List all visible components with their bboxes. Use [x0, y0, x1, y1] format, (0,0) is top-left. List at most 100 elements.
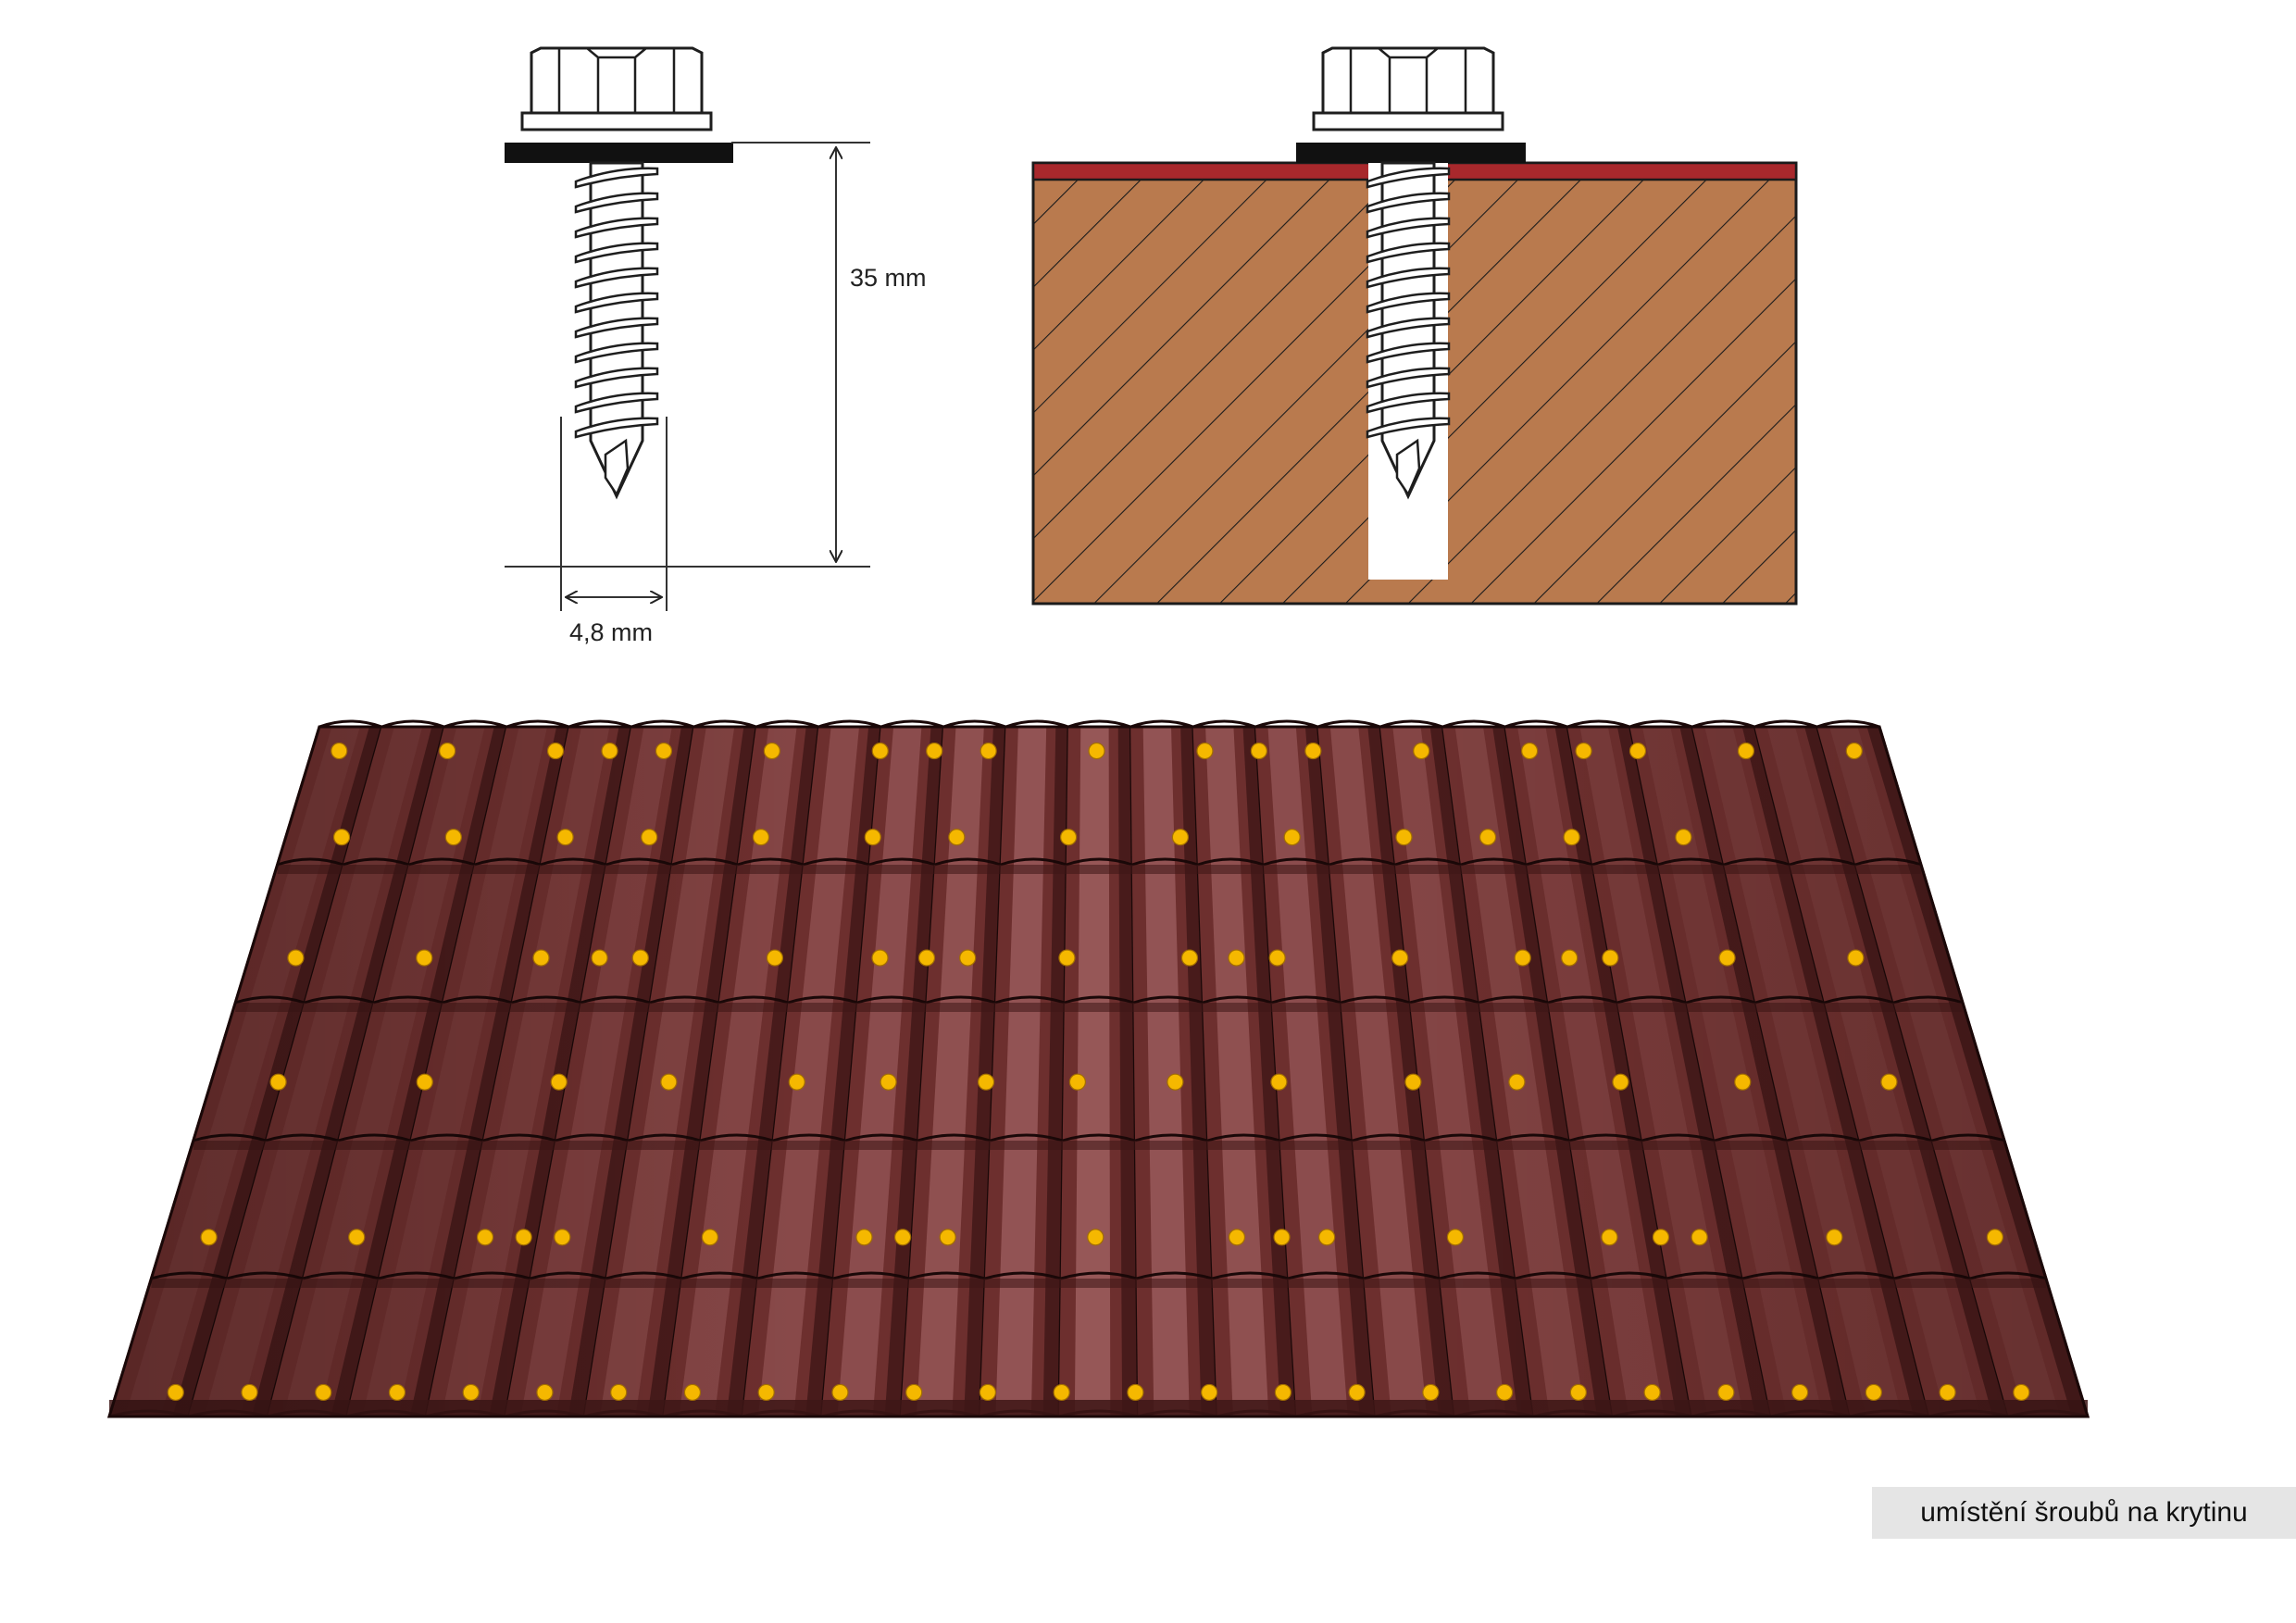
screw-position-dot-icon [1496, 1383, 1514, 1402]
screw-position-dot-icon [1986, 1229, 2003, 1246]
screw-position-dot-icon [546, 742, 565, 760]
screw-position-dot-icon [1718, 949, 1736, 967]
screw-position-dot-icon [332, 829, 351, 846]
screw-position-dot-icon [1479, 829, 1497, 846]
screw-position-dot-icon [536, 1383, 554, 1402]
screw-position-dot-icon [416, 1073, 433, 1091]
screw-position-dot-icon [1318, 1229, 1336, 1246]
screw-position-dot-icon [1087, 1229, 1104, 1246]
screw-position-dot-icon [1060, 829, 1078, 846]
screw-position-dot-icon [831, 1383, 849, 1402]
screw-position-dot-icon [871, 742, 889, 760]
screw-position-dot-icon [1521, 742, 1539, 760]
screw-position-dot-icon [1791, 1383, 1809, 1402]
screw-position-dot-icon [1404, 1073, 1422, 1091]
screw-position-dot-icon [1413, 742, 1430, 760]
screw-position-dot-icon [948, 829, 966, 846]
screw-position-markers [167, 742, 2030, 1402]
screw-position-dot-icon [893, 1229, 912, 1246]
screw-position-dot-icon [554, 1229, 571, 1246]
screw-position-dot-icon [2013, 1383, 2030, 1402]
screw-position-dot-icon [167, 1383, 184, 1402]
screw-position-dot-icon [1717, 1383, 1735, 1402]
screw-position-dot-icon [348, 1229, 366, 1246]
screw-position-dot-icon [462, 1383, 480, 1402]
screw-position-dot-icon [532, 949, 550, 967]
screw-position-dot-icon [1691, 1229, 1708, 1246]
screw-position-dot-icon [1201, 1383, 1218, 1402]
screw-position-dot-icon [200, 1229, 218, 1246]
screw-dimension-drawing [505, 46, 870, 611]
screw-position-dot-icon [1268, 949, 1286, 967]
screw-position-dot-icon [476, 1229, 494, 1246]
screw-position-dot-icon [1865, 1383, 1882, 1402]
screw-position-dot-icon [556, 829, 574, 846]
caption-text: umístění šroubů na krytinu [1920, 1497, 2248, 1528]
screw-position-dot-icon [1053, 1383, 1070, 1402]
screw-position-dot-icon [871, 949, 889, 967]
screw-position-dot-icon [444, 829, 462, 846]
screw-position-dot-icon [641, 829, 658, 846]
screw-position-dot-icon [1171, 829, 1190, 846]
screw-position-dot-icon [1652, 1229, 1670, 1246]
screw-position-dot-icon [766, 949, 784, 967]
screw-position-dot-icon [1508, 1073, 1526, 1091]
screw-position-dot-icon [1180, 949, 1199, 967]
screw-position-dot-icon [1880, 1073, 1898, 1091]
screw-position-dot-icon [939, 1229, 956, 1246]
screw-position-dot-icon [388, 1383, 406, 1402]
screw-position-dot-icon [926, 742, 943, 760]
screw-position-dot-icon [1395, 829, 1413, 846]
screw-position-dot-icon [1228, 1229, 1246, 1246]
screw-position-dot-icon [757, 1383, 775, 1402]
diameter-label: 4,8 mm [569, 618, 654, 646]
screw-position-dot-icon [1167, 1073, 1184, 1091]
length-label: 35 mm [850, 264, 927, 292]
screw-position-dot-icon [315, 1383, 332, 1402]
screw-position-dot-icon [631, 949, 649, 967]
screw-position-dot-icon [1939, 1383, 1956, 1402]
screw-position-dot-icon [1675, 829, 1692, 846]
screw-position-dot-icon [683, 1383, 702, 1402]
screw-position-dot-icon [287, 949, 305, 967]
screw-position-dot-icon [977, 1073, 995, 1091]
screw-position-dot-icon [610, 1383, 628, 1402]
screw-position-dot-icon [1569, 1383, 1587, 1402]
screw-position-dot-icon [1826, 1229, 1843, 1246]
screw-position-dot-icon [1391, 949, 1409, 967]
screw-position-dot-icon [1273, 1229, 1291, 1246]
screw-position-dot-icon [1602, 949, 1619, 967]
screw-position-dot-icon [880, 1073, 897, 1091]
screw-position-dot-icon [1422, 1383, 1440, 1402]
screw-position-dot-icon [1304, 742, 1322, 760]
screw-position-dot-icon [752, 829, 770, 846]
screw-position-dot-icon [601, 742, 618, 760]
screw-position-dot-icon [550, 1073, 568, 1091]
screw-position-dot-icon [1196, 742, 1214, 760]
sealing-washer [505, 143, 733, 163]
screw-position-dot-icon [959, 949, 977, 967]
screw-position-dot-icon [917, 949, 936, 967]
screw-position-dot-icon [331, 742, 348, 760]
screw-position-dot-icon [763, 742, 780, 760]
caption: umístění šroubů na krytinu [1872, 1487, 2296, 1539]
screw-position-dot-icon [515, 1229, 532, 1246]
screw-position-dot-icon [1068, 1073, 1087, 1091]
screw-position-dot-icon [1127, 1383, 1144, 1402]
roof-sheet-illustration [106, 719, 2090, 1418]
screw-position-dot-icon [1446, 1229, 1465, 1246]
screw-position-dot-icon [269, 1073, 287, 1091]
screw-position-dot-icon [1734, 1073, 1752, 1091]
screw-position-dot-icon [701, 1229, 719, 1246]
screw-position-dot-icon [1847, 949, 1865, 967]
screw-position-dot-icon [1228, 949, 1245, 967]
screw-position-dot-icon [1514, 949, 1531, 967]
screw-position-dot-icon [1601, 1229, 1618, 1246]
roof-course-step [318, 719, 1880, 729]
screw-shank-icon [574, 161, 659, 498]
screw-position-dot-icon [655, 742, 673, 760]
screw-position-dot-icon [1283, 829, 1301, 846]
screw-position-dot-icon [979, 1383, 997, 1402]
